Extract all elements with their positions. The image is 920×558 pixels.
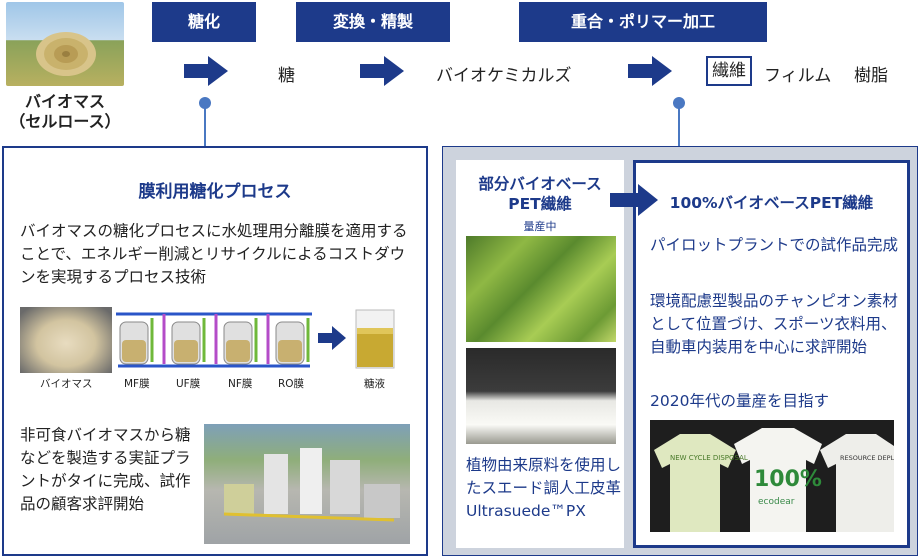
- sugar-liquid-beaker-image: [355, 309, 395, 369]
- label-sugar-liquid: 糖液: [364, 378, 385, 390]
- label-mf-membrane: MF膜: [124, 378, 150, 390]
- connector-dot: [673, 97, 685, 109]
- membrane-process-diagram: [116, 312, 312, 368]
- step-polymerization: 重合・ポリマー加工: [519, 2, 767, 42]
- demonstration-plant-image: [204, 424, 410, 544]
- partial-title-line2: PET繊維: [508, 195, 572, 213]
- arrow-right-icon: [360, 56, 404, 86]
- plant-description: 非可食バイオマスから糖などを製造する実証プラントがタイに完成、試作品の顧客求評開…: [20, 426, 191, 513]
- tshirts-image: NEW CYCLE DISPOSAL 100% ecodear RESOURCE…: [650, 420, 894, 532]
- partial-caption: 植物由来原料を使用したスエード調人工皮革Ultrasuede™PX: [466, 456, 622, 520]
- product-resin: 樹脂: [854, 66, 888, 86]
- left-panel-title: 膜利用糖化プロセス: [138, 182, 292, 202]
- sofa-interior-image: [466, 348, 616, 444]
- step-saccharification: 糖化: [152, 2, 256, 42]
- left-panel-description: バイオマスの糖化プロセスに水処理用分離膜を適用することで、エネルギー削減とリサイ…: [20, 222, 408, 286]
- connector-line: [678, 102, 680, 146]
- partial-status: 量産中: [523, 220, 557, 233]
- biomass-label-line1: バイオマス: [24, 92, 105, 111]
- label-ro-membrane: RO膜: [278, 378, 305, 390]
- shirt1-text: NEW CYCLE DISPOSAL: [670, 454, 748, 462]
- connector-line: [204, 102, 206, 146]
- label-uf-membrane: UF膜: [176, 378, 201, 390]
- shirt2-main-text: 100%: [754, 467, 822, 492]
- product-film: フィルム: [764, 66, 832, 86]
- arrow-right-icon: [184, 56, 228, 86]
- green-fabric-image: [466, 236, 616, 342]
- arrow-right-icon: [610, 184, 658, 216]
- hay-bale-image: [6, 2, 124, 86]
- partial-title: 部分バイオベース PET繊維: [456, 174, 624, 214]
- partial-title-line1: 部分バイオベース: [478, 175, 602, 193]
- full-title: 100%バイオベースPET繊維: [669, 194, 874, 212]
- full-text-goal: 2020年代の量産を目指す: [650, 392, 829, 410]
- product-fiber: 繊維: [706, 56, 752, 86]
- product-sugar: 糖: [278, 66, 295, 86]
- biomass-label-line2: （セルロース）: [9, 112, 121, 131]
- label-nf-membrane: NF膜: [228, 378, 253, 390]
- shirt3-text: RESOURCE DEPLETION: [840, 454, 894, 462]
- label-biomass: バイオマス: [40, 378, 93, 390]
- connector-dot: [199, 97, 211, 109]
- product-biochemicals: バイオケミカルズ: [436, 66, 572, 86]
- full-text-pilot: パイロットプラントでの試作品完成: [650, 236, 899, 254]
- arrow-right-icon: [628, 56, 672, 86]
- biomass-label: バイオマス （セルロース）: [0, 92, 130, 132]
- biomass-fiber-image: [20, 307, 112, 373]
- full-text-evaluation: 環境配慮型製品のチャンピオン素材として位置づけ、スポーツ衣料用、自動車内装用を中…: [650, 292, 898, 356]
- step-conversion-refining: 変換・精製: [296, 2, 450, 42]
- arrow-right-icon: [318, 326, 346, 350]
- shirt2-sub-text: ecodear: [758, 497, 795, 507]
